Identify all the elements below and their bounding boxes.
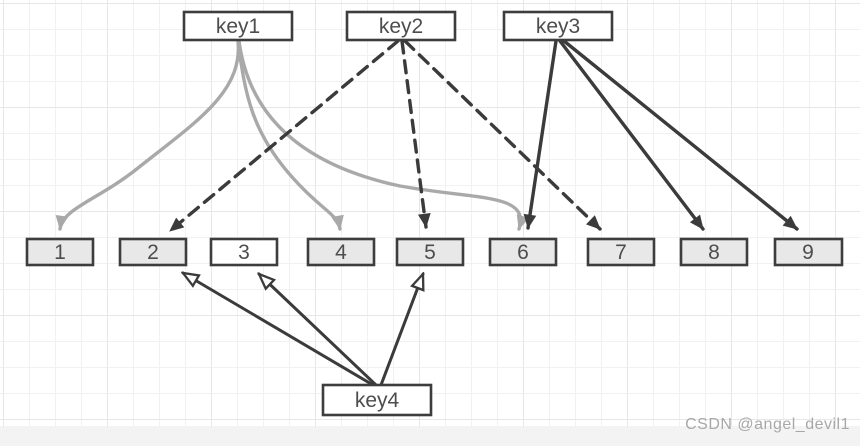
edge-key1-to-4 (236, 39, 344, 231)
node-slot-2-label: 2 (147, 241, 159, 264)
edge-key1-to-1 (55, 39, 240, 231)
node-slot-1-label: 1 (54, 241, 66, 264)
node-slot-5: 5 (395, 237, 465, 267)
node-key4: key4 (321, 383, 433, 417)
edge-key4-to-5 (379, 274, 423, 387)
node-key3-label: key3 (536, 15, 580, 38)
edge-key3-to-8 (558, 39, 705, 231)
edge-key3-to-6 (523, 39, 558, 230)
node-slot-9-label: 9 (802, 241, 814, 264)
edge-key4-to-2 (183, 273, 375, 387)
node-slot-3-label: 3 (238, 241, 250, 264)
edge-key3-to-9 (562, 39, 799, 231)
edge-key1-to-6 (237, 39, 529, 231)
node-key2: key2 (345, 10, 457, 42)
watermark-band (0, 426, 860, 446)
node-key1-label: key1 (216, 15, 260, 38)
node-key4-label: key4 (355, 389, 400, 412)
node-slot-6: 6 (488, 237, 558, 267)
node-slot-4-label: 4 (335, 241, 347, 264)
node-key3: key3 (502, 10, 614, 42)
node-slot-2: 2 (118, 237, 188, 267)
node-slot-6-label: 6 (517, 241, 529, 264)
node-key2-label: key2 (379, 15, 423, 38)
edge-key2-to-7 (403, 39, 602, 231)
edge-key4-to-3 (259, 274, 378, 387)
node-slot-7: 7 (586, 237, 656, 267)
node-slot-9: 9 (773, 237, 844, 267)
node-slot-5-label: 5 (424, 241, 436, 264)
node-slot-4: 4 (306, 237, 376, 267)
node-slot-8: 8 (679, 237, 749, 267)
node-slot-7-label: 7 (615, 241, 627, 264)
node-slot-8-label: 8 (708, 241, 720, 264)
node-slot-3: 3 (209, 237, 279, 267)
watermark-text: CSDN @angel_devil1 (685, 416, 850, 433)
edge-key2-to-2 (168, 39, 400, 233)
node-slot-1: 1 (25, 237, 95, 267)
edge-key2-to-5 (400, 39, 431, 229)
node-key1: key1 (182, 10, 294, 42)
